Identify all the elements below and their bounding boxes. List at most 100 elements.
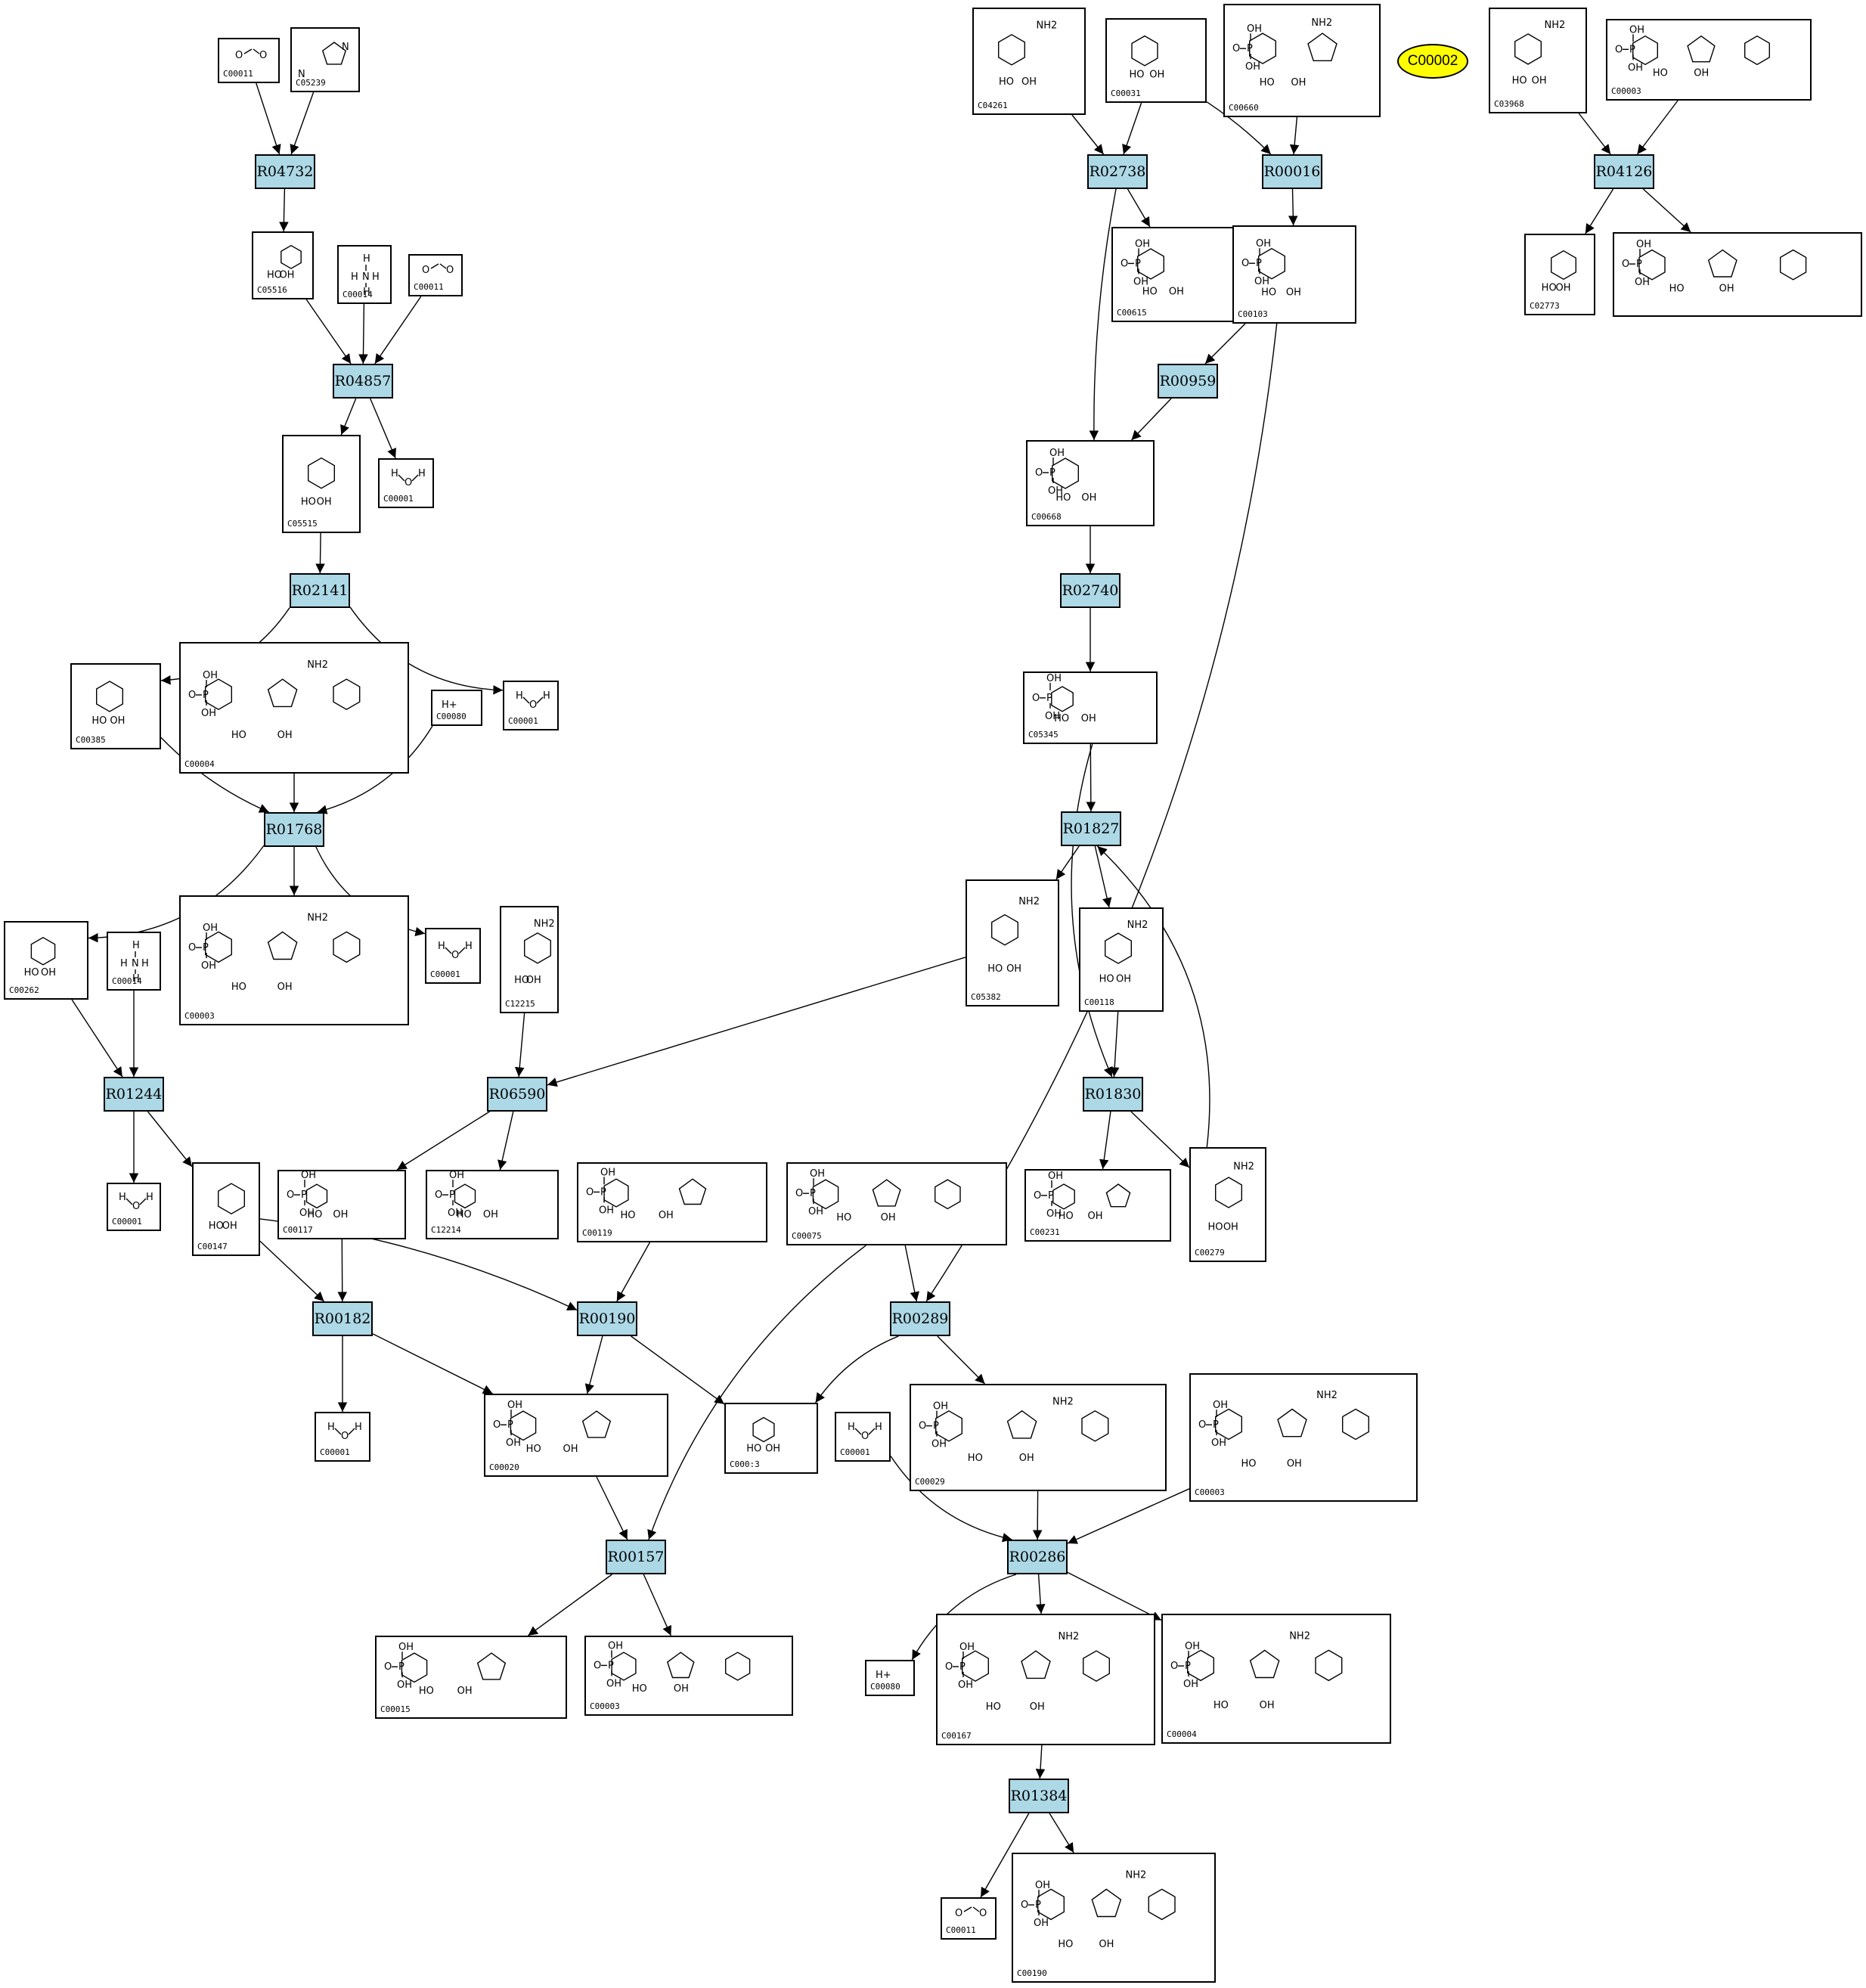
edge-c03968-r04126 (1578, 113, 1611, 155)
compound-id-label: C00167 (941, 1731, 972, 1741)
compound-c00080[interactable]: H+C00080 (431, 690, 482, 726)
edge-r00016-c00103 (1288, 188, 1298, 226)
highlight-compound-c00002[interactable]: C00002 (1397, 44, 1468, 79)
reaction-r01244[interactable]: R01244 (104, 1077, 164, 1112)
reaction-r01384[interactable]: R01384 (1009, 1779, 1069, 1813)
compound-id-label: C00103 (1238, 309, 1268, 319)
atom-label: OH (201, 708, 216, 719)
atom-label: O (422, 265, 429, 276)
atom-label: N (132, 958, 139, 969)
reaction-r02141[interactable]: R02141 (290, 573, 350, 608)
atom-label: OH (333, 1209, 348, 1220)
reaction-r00182[interactable]: R00182 (312, 1301, 373, 1336)
atom-label: OH (449, 1171, 464, 1181)
compound-c00080[interactable]: H+C00080 (865, 1660, 915, 1696)
reaction-r04126[interactable]: R04126 (1594, 154, 1654, 189)
atom-label: OH (1006, 963, 1021, 975)
reaction-r02740[interactable]: R02740 (1060, 573, 1121, 608)
reaction-r01768[interactable]: R01768 (264, 812, 324, 847)
reaction-r00286[interactable]: R00286 (1007, 1540, 1068, 1574)
atom-label: OH (606, 1678, 621, 1689)
structure-drawing: HOH (516, 690, 550, 711)
atom-label: H (516, 690, 523, 702)
compound-id-label: C00014 (343, 290, 373, 299)
reaction-r00157[interactable]: R00157 (606, 1540, 666, 1574)
atom-label: OH (810, 1168, 825, 1180)
atom-label: NH2 (1233, 1161, 1254, 1173)
atom-label: OH (1254, 276, 1269, 287)
compound-id-label: C00020 (489, 1462, 519, 1472)
reaction-r00959[interactable]: R00959 (1158, 364, 1218, 399)
atom-label: OH (931, 1439, 947, 1450)
atom-label: P (449, 1189, 455, 1201)
reaction-r06590[interactable]: R06590 (487, 1077, 547, 1112)
reaction-r02738[interactable]: R02738 (1087, 154, 1148, 189)
reaction-r04857[interactable]: R04857 (333, 364, 393, 399)
reaction-r00190[interactable]: R00190 (577, 1301, 637, 1336)
edge-r01827-c00118 (1094, 845, 1112, 908)
reaction-r01827[interactable]: R01827 (1061, 811, 1121, 846)
reaction-r01830[interactable]: R01830 (1083, 1077, 1143, 1112)
edge-c05345-r01827 (1086, 743, 1096, 812)
reaction-r04732[interactable]: R04732 (255, 154, 315, 189)
atom-label: H (355, 1422, 362, 1433)
edge-c00147-r00182 (259, 1240, 325, 1302)
atom-label: O (493, 1419, 501, 1431)
reaction-r00289[interactable]: R00289 (890, 1301, 950, 1336)
reaction-r00016[interactable]: R00016 (1262, 154, 1322, 189)
edge-c00385-r01768 (160, 737, 269, 813)
atom-label: OH (203, 670, 218, 681)
edge-r02141-c00001b (349, 606, 504, 695)
compound-id-label: C00660 (1229, 103, 1259, 113)
